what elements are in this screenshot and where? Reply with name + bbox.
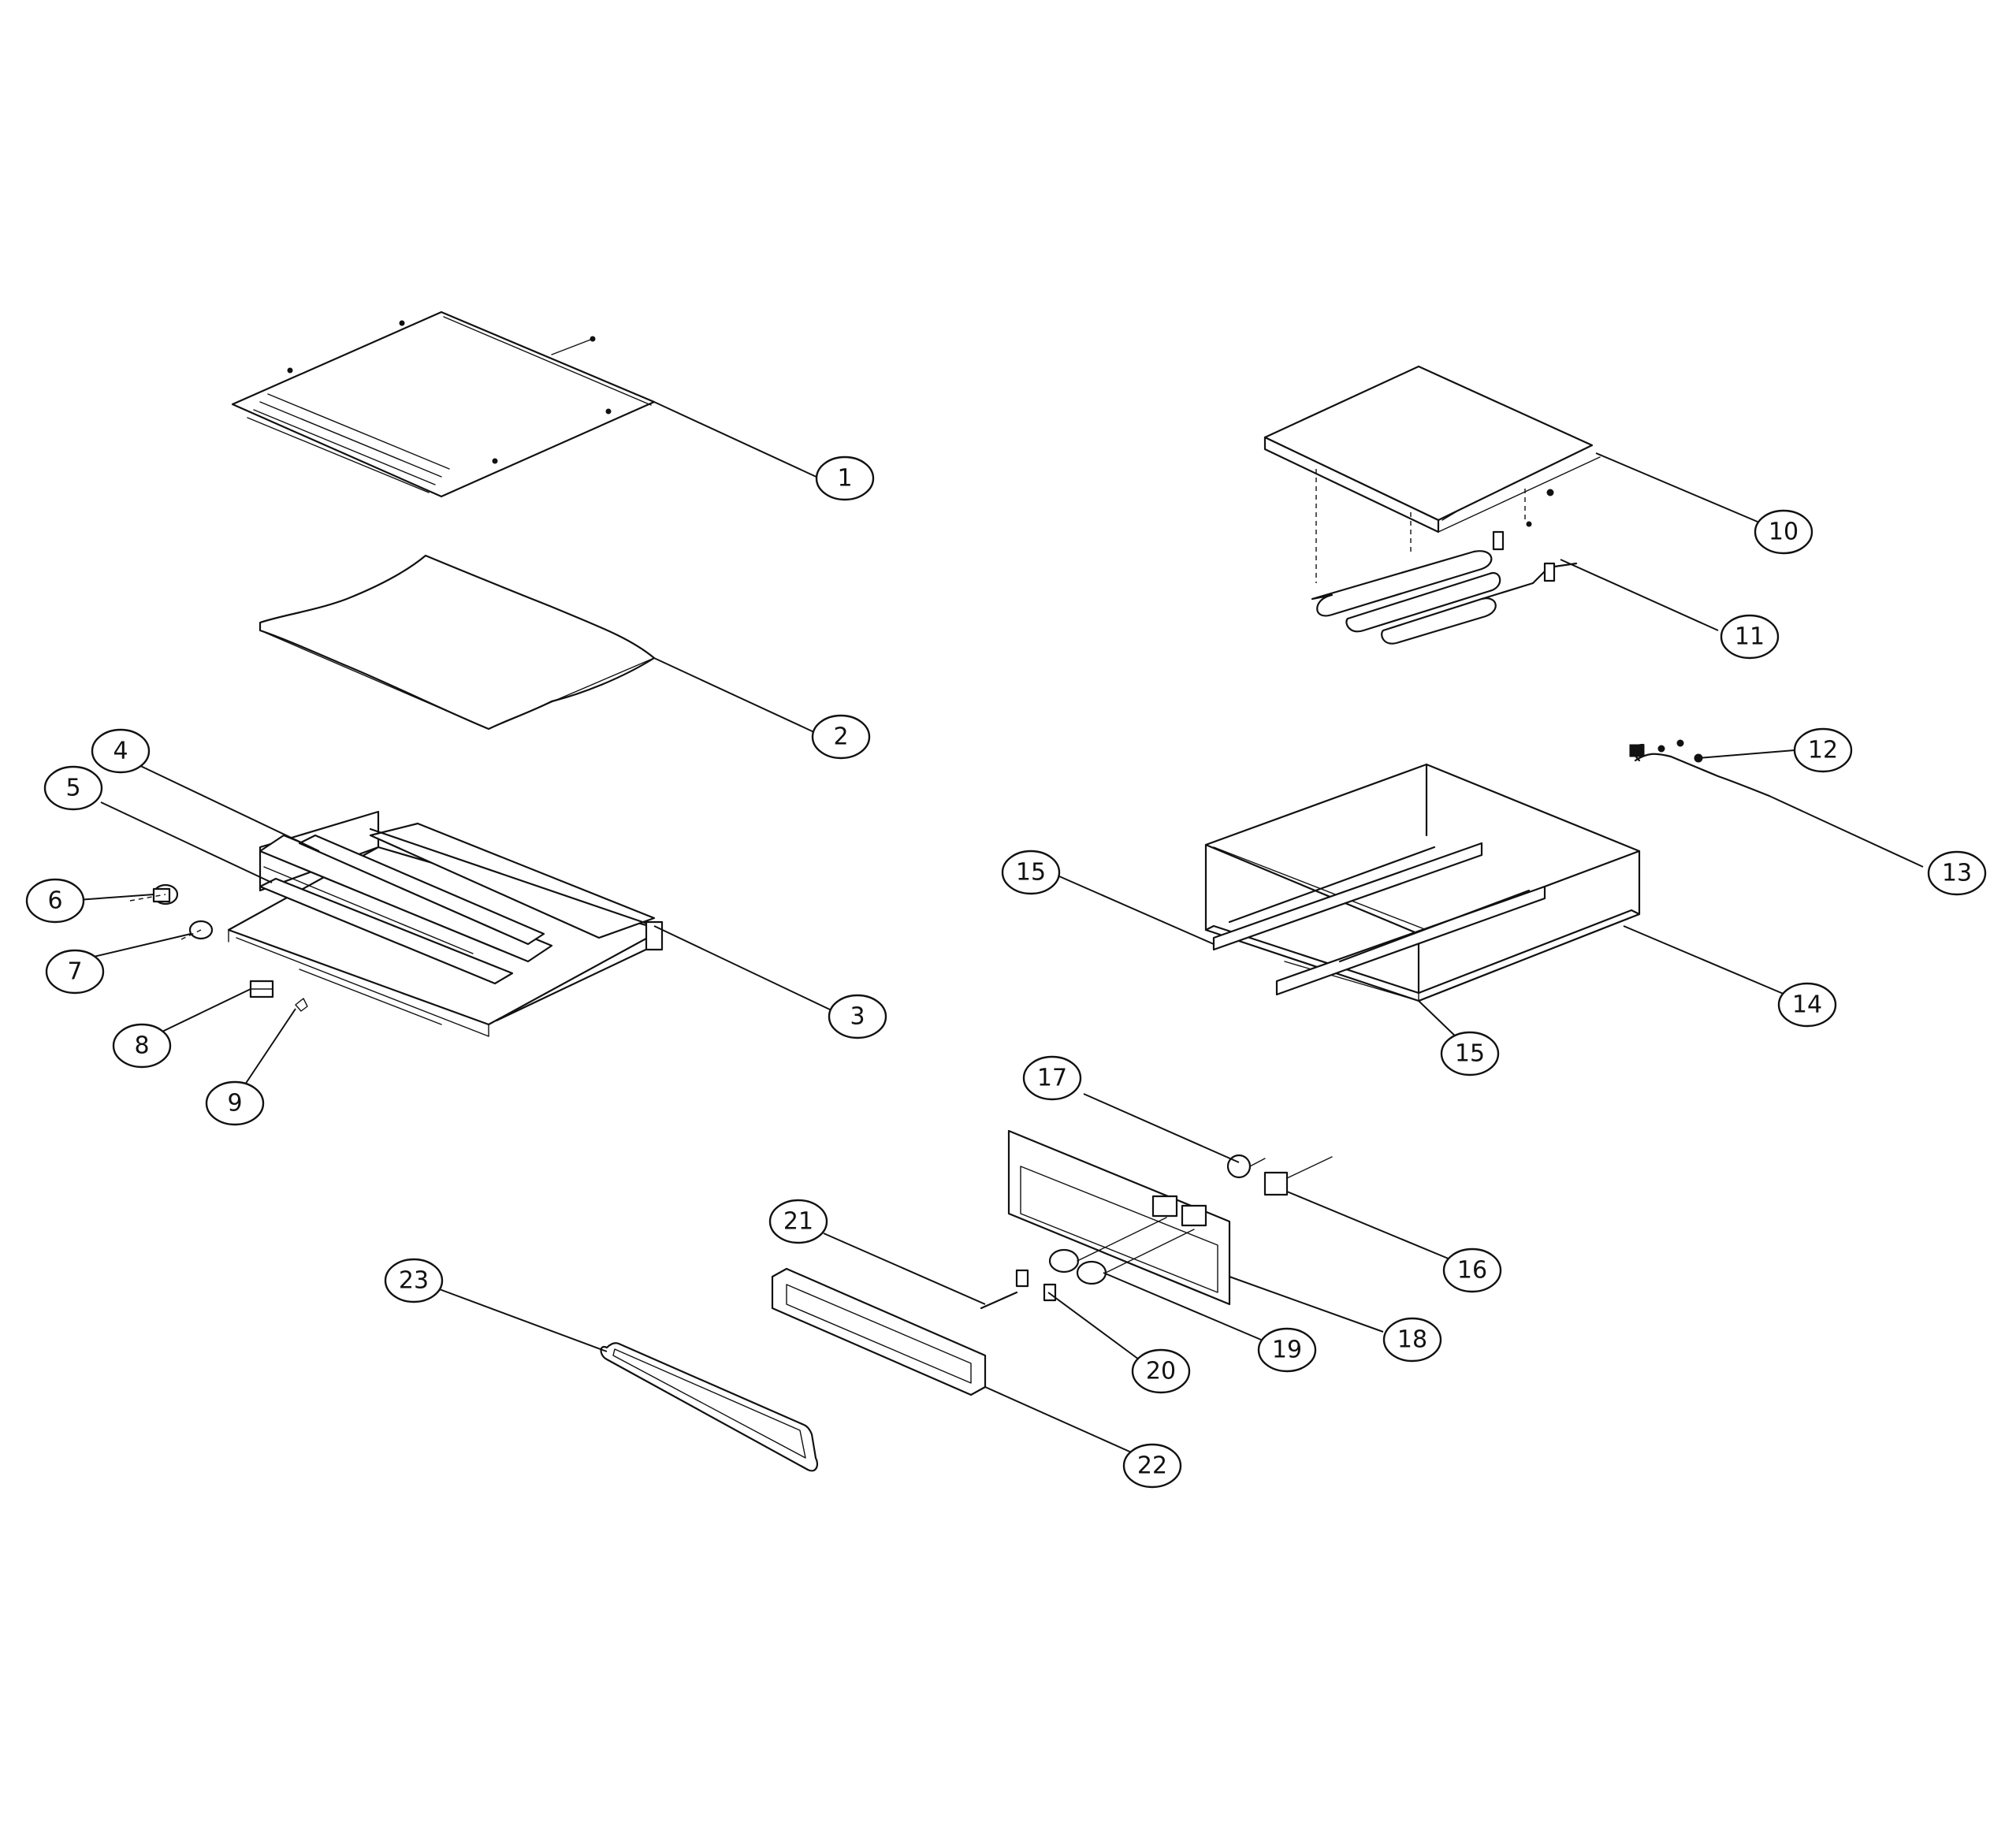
svg-text:1: 1	[837, 465, 852, 493]
callout-1: 1	[815, 455, 875, 501]
callout-8: 8	[112, 1023, 172, 1069]
part-control-panel	[1007, 1129, 1231, 1306]
part-window-frame	[771, 1267, 987, 1396]
callout-15-top: 15	[1001, 850, 1061, 895]
part-gasket	[600, 1342, 819, 1472]
svg-text:15: 15	[1016, 859, 1046, 887]
svg-text:3: 3	[850, 1003, 865, 1031]
svg-text:18: 18	[1397, 1326, 1427, 1354]
callout-17: 17	[1022, 1055, 1082, 1101]
svg-text:17: 17	[1037, 1065, 1067, 1092]
part-chassis-tray	[227, 810, 664, 1037]
part-thermostat	[129, 883, 179, 905]
svg-text:5: 5	[65, 775, 80, 802]
callout-7: 7	[45, 949, 105, 995]
callout-14: 14	[1777, 982, 1837, 1028]
svg-text:7: 7	[67, 958, 82, 986]
svg-text:12: 12	[1808, 737, 1838, 764]
part-rings-19	[1048, 1217, 1195, 1285]
svg-text:6: 6	[47, 887, 62, 915]
svg-text:9: 9	[227, 1090, 242, 1117]
callout-23: 23	[384, 1258, 444, 1303]
svg-text:20: 20	[1146, 1358, 1176, 1385]
svg-text:8: 8	[134, 1032, 149, 1060]
callout-20: 20	[1131, 1348, 1191, 1394]
callout-4: 4	[91, 728, 151, 774]
part-switch-7	[180, 920, 214, 940]
callout-22: 22	[1122, 1443, 1182, 1489]
leader-lines	[76, 401, 1924, 1455]
callout-15-bottom: 15	[1440, 1031, 1500, 1076]
svg-text:21: 21	[783, 1208, 813, 1236]
callout-12: 12	[1793, 727, 1853, 773]
callout-13: 13	[1927, 850, 1987, 896]
part-heating-element	[1311, 530, 1578, 645]
callout-10: 10	[1754, 509, 1813, 555]
svg-text:16: 16	[1457, 1257, 1487, 1285]
callout-11: 11	[1720, 614, 1780, 660]
callout-2: 2	[811, 714, 871, 760]
svg-text:14: 14	[1792, 991, 1822, 1019]
svg-text:10: 10	[1769, 519, 1799, 546]
callout-6: 6	[25, 878, 85, 924]
part-clip-20	[1015, 1269, 1057, 1302]
svg-text:22: 22	[1137, 1452, 1167, 1480]
part-lower-housing	[1204, 763, 1641, 1002]
part-top-cover	[231, 310, 656, 498]
part-screw-9	[295, 998, 308, 1012]
part-switch-16	[1263, 1156, 1333, 1196]
svg-text:4: 4	[113, 738, 128, 765]
svg-text:15: 15	[1455, 1040, 1485, 1068]
part-rods	[1212, 842, 1546, 996]
part-power-cord	[1629, 739, 1771, 798]
part-upper-cover	[1263, 365, 1601, 583]
part-switch-8	[249, 980, 274, 998]
callout-3: 3	[828, 994, 887, 1039]
callout-16: 16	[1442, 1247, 1502, 1293]
callout-19: 19	[1257, 1327, 1317, 1373]
svg-text:23: 23	[399, 1267, 429, 1295]
callout-5: 5	[43, 765, 103, 811]
part-screw-21	[980, 1291, 1018, 1310]
part-rail-4	[298, 834, 545, 946]
callout-9: 9	[205, 1080, 265, 1126]
svg-text:13: 13	[1942, 860, 1972, 887]
callout-21: 21	[768, 1199, 828, 1244]
part-insulation-pad	[259, 554, 656, 731]
part-knob-17	[1226, 1154, 1266, 1179]
svg-text:19: 19	[1272, 1337, 1302, 1364]
svg-text:11: 11	[1735, 623, 1765, 651]
callout-18: 18	[1382, 1317, 1442, 1363]
svg-text:2: 2	[833, 723, 848, 751]
